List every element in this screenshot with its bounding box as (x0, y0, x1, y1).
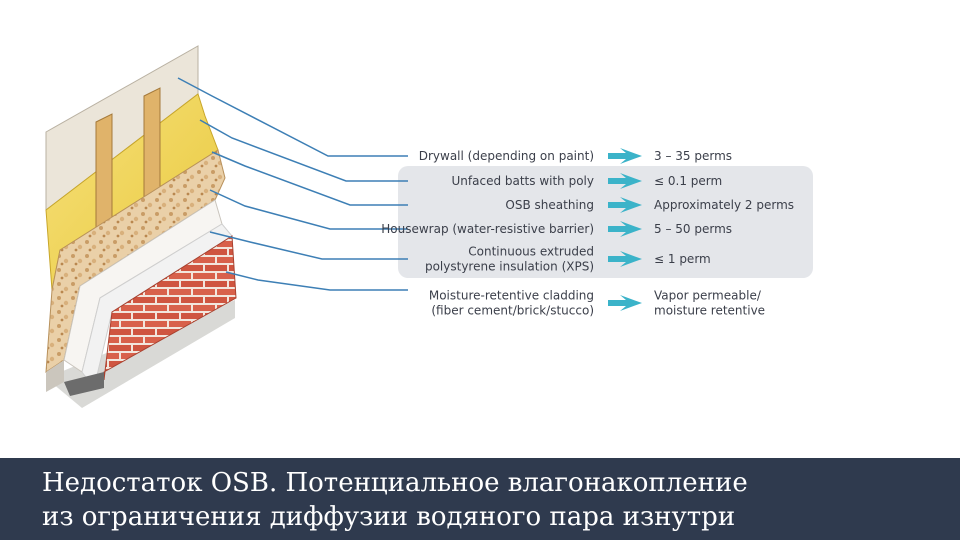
layer-name: Unfaced batts with poly (452, 174, 595, 188)
perm-value: 5 – 50 perms (654, 222, 732, 236)
perm-value: Vapor permeable/ (654, 289, 762, 303)
arrow-icon (608, 148, 642, 164)
arrow-icon (608, 173, 642, 189)
leader-line (209, 231, 408, 260)
layer-name: polystyrene insulation (XPS) (425, 260, 594, 274)
perm-value: Approximately 2 perms (654, 198, 794, 212)
leader-line (211, 151, 408, 206)
perm-value: ≤ 1 perm (654, 252, 711, 266)
caption-line-2: из ограничения диффузии водяного пара из… (42, 502, 736, 532)
layer-name: OSB sheathing (505, 198, 594, 212)
highlight-panel (398, 166, 813, 278)
leader-line (177, 77, 408, 157)
layer-name: Housewrap (water-resistive barrier) (381, 222, 594, 236)
caption-line-1: Недостаток OSB. Потенциальное влагонакоп… (42, 468, 748, 498)
layer-name: (fiber cement/brick/stucco) (431, 304, 594, 318)
perm-value: ≤ 0.1 perm (654, 174, 722, 188)
arrow-icon (608, 295, 642, 311)
caption-bar: Недостаток OSB. Потенциальное влагонакоп… (0, 458, 960, 540)
wall-illustration (45, 45, 237, 408)
layer-name: Moisture-retentive cladding (429, 289, 594, 303)
leader-line (225, 271, 408, 291)
arrow-icon (608, 221, 642, 237)
perm-value: moisture retentive (654, 304, 765, 318)
leader-line (199, 119, 408, 182)
wall-assembly-diagram: Drywall (depending on paint) 3 – 35 perms… (45, 45, 813, 408)
layer-name: Drywall (depending on paint) (419, 149, 594, 163)
layer-name: Continuous extruded (468, 245, 594, 259)
arrow-icon (608, 197, 642, 213)
arrow-icon (608, 251, 642, 267)
leader-line (209, 189, 408, 230)
perm-value: 3 – 35 perms (654, 149, 732, 163)
